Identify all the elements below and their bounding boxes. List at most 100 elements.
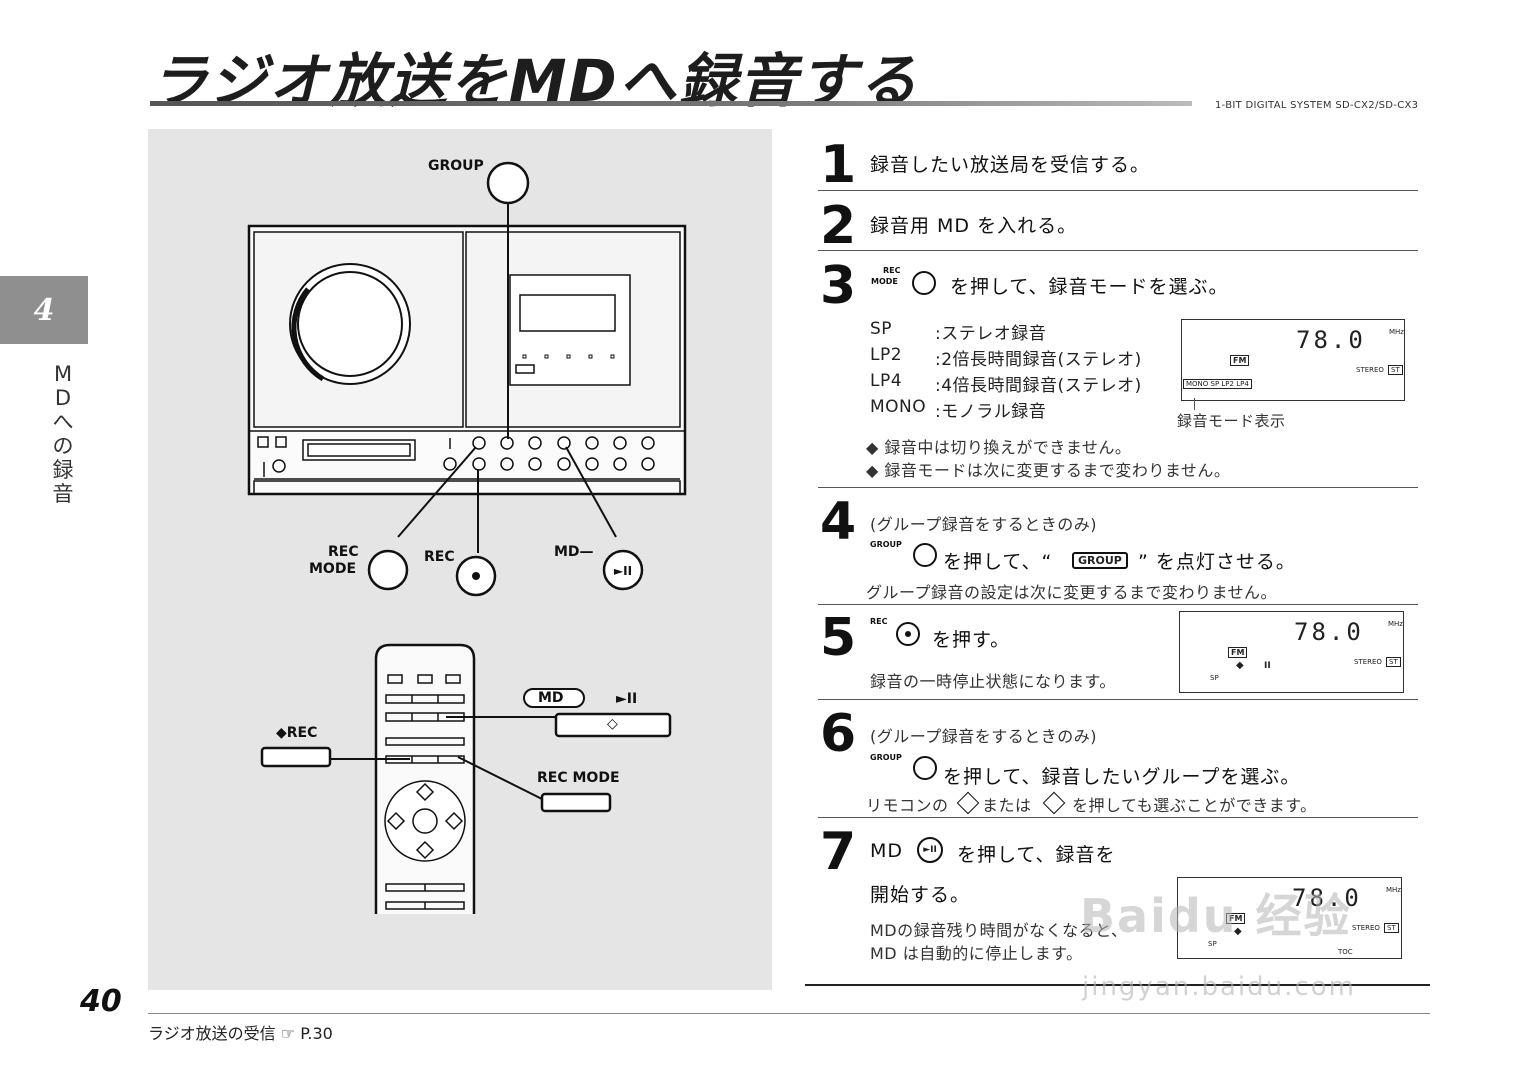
- remote-md-label: MD: [538, 690, 564, 706]
- group-indicator-tag: GROUP: [1072, 552, 1128, 569]
- rec-mode-label-top: REC: [328, 544, 359, 560]
- group-mini-label: GROUP: [870, 753, 902, 762]
- step-3-number: 3: [820, 256, 857, 316]
- lcd-pause-indicator: II: [1264, 661, 1271, 671]
- lcd-sp: SP: [1208, 940, 1217, 948]
- step-3-note-1: ◆ 録音中は切り換えができません。: [866, 438, 1132, 457]
- model-subtitle: 1-BIT DIGITAL SYSTEM SD-CX2/SD-CX3: [1215, 100, 1419, 111]
- mode-key-mono: MONO: [870, 397, 927, 417]
- lcd-fm: FM: [1226, 913, 1246, 924]
- step-7-note-2: MD は自動的に停止します。: [870, 944, 1083, 963]
- step-1-text: 録音したい放送局を受信する。: [870, 154, 1151, 176]
- steps-bottom-rule: [805, 984, 1430, 986]
- mode-key-lp2: LP2: [870, 345, 903, 365]
- step-6-number: 6: [820, 704, 857, 764]
- lcd-caption: 録音モード表示: [1177, 412, 1286, 430]
- lcd-unit: MHz: [1389, 328, 1404, 336]
- md-label: MD—: [554, 544, 594, 560]
- step-4-text-b: ” を点灯させる。: [1138, 551, 1296, 573]
- svg-text:►II: ►II: [614, 564, 632, 578]
- illustration-panel: ►II GROUP REC MODE REC MD— ◆REC MD ►II: [148, 129, 772, 990]
- step-2-number: 2: [820, 196, 857, 256]
- remote-right-icon: [1042, 791, 1066, 815]
- stereo-unit-illustration: ►II: [247, 161, 687, 914]
- rec-mode-mini-top: REC: [883, 266, 901, 275]
- footer-rule: [148, 1013, 1430, 1014]
- footer-reference: ラジオ放送の受信 ☞ P.30: [148, 1024, 333, 1043]
- mode-desc-lp4: :4倍長時間録音(ステレオ): [935, 376, 1142, 396]
- step-1-number: 1: [820, 135, 857, 195]
- remote-play-label: ►II: [616, 691, 638, 707]
- lcd-stereo: STEREO: [1356, 366, 1384, 374]
- lcd-frequency: 78.0: [1292, 884, 1362, 912]
- lcd-caption-leader: [1194, 398, 1195, 410]
- step-5-text: を押す。: [932, 629, 1011, 651]
- remote-diamond: ◇: [607, 716, 618, 732]
- remote-rec-label: ◆REC: [276, 725, 318, 741]
- rec-mode-button-icon: [912, 271, 936, 295]
- step-4-text-a: を押して、“: [943, 551, 1053, 573]
- step-5-note: 録音の一時停止状態になります。: [870, 672, 1116, 691]
- remote-play-callout: [554, 712, 672, 738]
- step-7-number: 7: [820, 822, 857, 882]
- step-7-text-a: MD: [870, 840, 904, 862]
- step-4-number: 4: [820, 492, 857, 552]
- chapter-tab: 4: [0, 276, 88, 344]
- rec-mode-button-callout: [367, 549, 409, 591]
- step-6-text: を押して、録音したいグループを選ぶ。: [943, 766, 1301, 788]
- step-6-pre: (グループ録音をするときのみ): [870, 727, 1098, 746]
- lcd-rec-indicator: ◆: [1234, 926, 1242, 937]
- lcd-stereo: STEREO: [1354, 658, 1382, 666]
- rec-label: REC: [424, 549, 455, 565]
- step-divider: [818, 699, 1418, 700]
- remote-control: [374, 643, 476, 914]
- rec-mini-label: REC: [870, 617, 888, 626]
- page-number: 40: [80, 984, 122, 1019]
- lcd-frequency: 78.0: [1294, 618, 1364, 646]
- rec-mode-mini-bottom: MODE: [871, 277, 898, 286]
- group-button-icon: [913, 543, 937, 567]
- step-6-note-a: リモコンの: [866, 796, 949, 815]
- step-divider: [818, 604, 1418, 605]
- group-button-callout: [486, 161, 530, 205]
- lcd-toc: TOC: [1338, 948, 1353, 956]
- lcd-st: ST: [1388, 365, 1403, 375]
- lcd-stereo: STEREO: [1352, 924, 1380, 932]
- md-play-button-callout: [602, 549, 644, 591]
- group-mini-label: GROUP: [870, 540, 902, 549]
- rec-button-icon: [896, 622, 920, 646]
- step-3-note-2: ◆ 録音モードは次に変更するまで変わりません。: [866, 461, 1231, 480]
- step-4-note: グループ録音の設定は次に変更するまで変わりません。: [866, 583, 1278, 602]
- main-unit: [247, 224, 687, 496]
- step-7-text-c: 開始する。: [870, 884, 971, 906]
- mode-desc-lp2: :2倍長時間録音(ステレオ): [935, 350, 1142, 370]
- remote-left-icon: [956, 791, 980, 815]
- remote-recmode-label: REC MODE: [537, 770, 620, 786]
- lcd-display-step7: 78.0 MHz FM ◆ STEREO ST SP TOC: [1177, 877, 1402, 959]
- lcd-display-step5: 78.0 MHz FM ◆ II STEREO ST SP: [1179, 611, 1404, 693]
- lcd-display-step3: 78.0 MHz FM STEREO ST MONO SP LP2 LP4: [1181, 319, 1405, 401]
- step-2-text: 録音用 MD を入れる。: [870, 215, 1078, 237]
- baidu-watermark: Baidu 经验: [1080, 889, 1352, 943]
- step-5-number: 5: [820, 608, 857, 668]
- lcd-sp: SP: [1210, 674, 1219, 682]
- group-label: GROUP: [428, 158, 484, 174]
- mode-key-sp: SP: [870, 319, 893, 339]
- step-7-note-1: MDの録音残り時間がなくなると、: [870, 921, 1128, 940]
- step-3-text: を押して、録音モードを選ぶ。: [950, 276, 1229, 298]
- remote-recmode-callout: [540, 792, 612, 813]
- lcd-unit: MHz: [1388, 620, 1403, 628]
- lcd-fm: FM: [1228, 647, 1248, 658]
- step-7-text-b: を押して、録音を: [957, 844, 1116, 866]
- lcd-frequency: 78.0: [1296, 326, 1366, 354]
- lcd-fm: FM: [1230, 355, 1250, 366]
- mode-desc-sp: :ステレオ録音: [935, 324, 1047, 344]
- lcd-st: ST: [1386, 657, 1401, 667]
- step-divider: [818, 190, 1418, 191]
- step-divider: [818, 487, 1418, 488]
- group-button-icon: [913, 756, 937, 780]
- step-divider: [818, 250, 1418, 251]
- lcd-st: ST: [1384, 923, 1399, 933]
- md-play-button-icon: ►II: [917, 837, 943, 863]
- mode-key-lp4: LP4: [870, 371, 903, 391]
